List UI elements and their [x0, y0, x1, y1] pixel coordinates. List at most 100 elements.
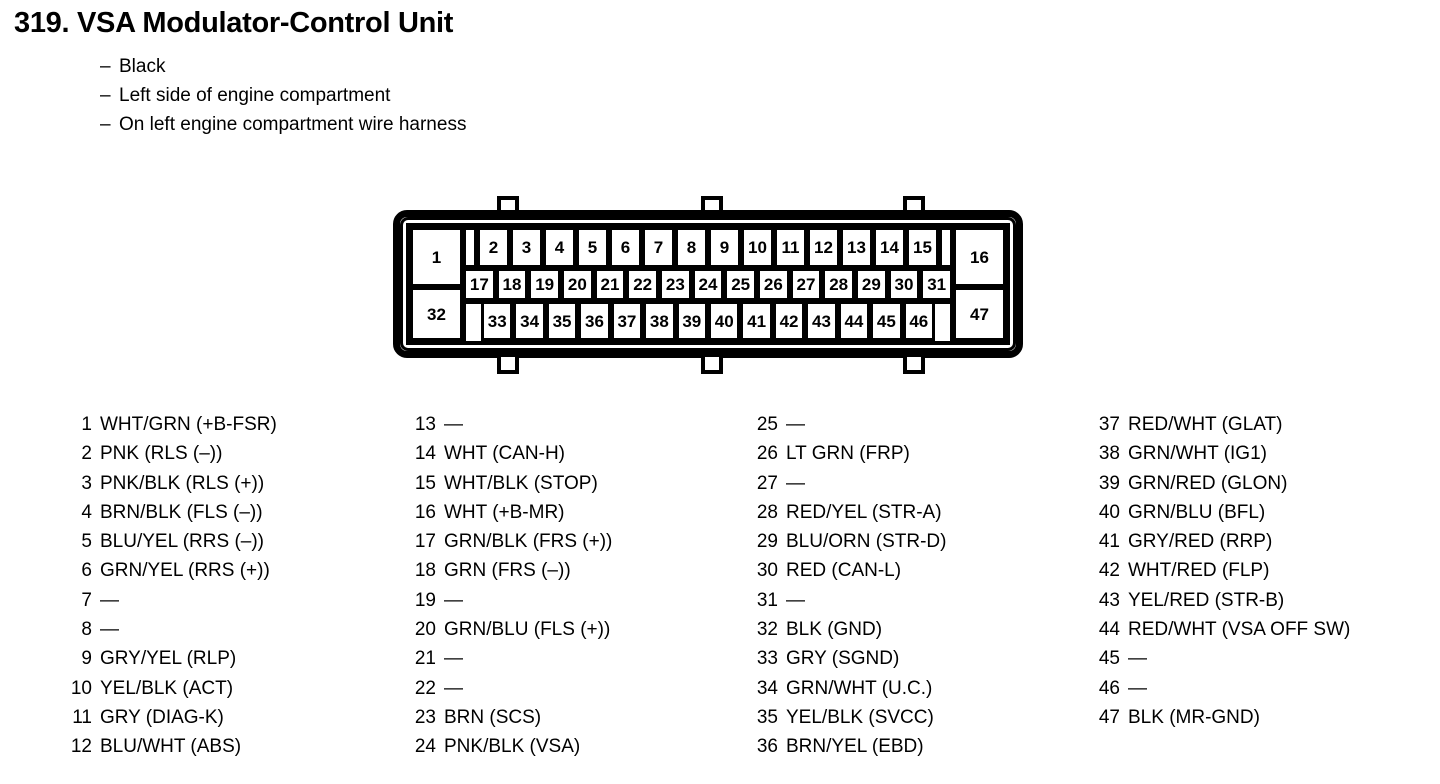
pin-cell-47: 47: [953, 287, 1006, 341]
legend-pin-number: 45: [1098, 648, 1120, 670]
legend-row-pin-19: 19—: [406, 586, 612, 615]
legend-row-pin-13: 13—: [406, 410, 612, 439]
legend-pin-description: WHT (CAN-H): [444, 443, 566, 465]
legend-pin-description: GRN/BLU (FLS (+)): [444, 619, 611, 641]
legend-pin-number: 28: [756, 501, 778, 523]
legend-pin-description: —: [1128, 677, 1147, 699]
legend-pin-description: BLK (MR-GND): [1128, 706, 1260, 728]
pin-cell-38: 38: [643, 301, 676, 341]
legend-row-pin-33: 33 GRY (SGND): [748, 644, 946, 673]
pin-cell-45: 45: [870, 301, 903, 341]
legend-pin-number: 1: [81, 414, 92, 435]
pin-cell-21: 21: [593, 268, 627, 301]
legend-pin-number: 16: [414, 501, 436, 523]
connector-tab-bottom-2: [701, 357, 723, 374]
legend-row-pin-12: 12 BLU/WHT (ABS): [62, 732, 277, 761]
legend-pin-description: RED/YEL (STR-A): [786, 501, 942, 523]
legend-pin-description: BLU/WHT (ABS): [100, 736, 242, 758]
legend-pin-description: GRN/RED (GLON): [1128, 472, 1288, 494]
legend-pin-description: —: [786, 589, 805, 611]
connector-tab-bottom-1: [497, 357, 519, 374]
blank-cell-right: [939, 227, 953, 268]
legend-pin-description: WHT/RED (FLP): [1128, 560, 1270, 582]
legend-pin-number: 27: [756, 472, 778, 494]
legend-pin-number: 18: [414, 560, 436, 582]
legend-pin-number: 43: [1098, 589, 1120, 611]
connector-tab-top-1: [497, 196, 519, 213]
legend-pin-number: 37: [1098, 414, 1120, 435]
legend-pin-description: —: [444, 414, 463, 435]
bullet-list: – Black – Left side of engine compartmen…: [100, 52, 466, 139]
legend-row-pin-7: 7—: [62, 586, 277, 615]
legend-pin-description: —: [786, 414, 805, 435]
pin-cell-19: 19: [528, 268, 561, 301]
pin-cell-36: 36: [578, 301, 611, 341]
pin-cell-5: 5: [576, 227, 609, 268]
legend-pin-number: 34: [756, 677, 778, 699]
legend-pin-description: PNK/BLK (VSA): [444, 736, 581, 758]
legend-pin-description: YEL/RED (STR-B): [1128, 589, 1285, 611]
legend-pin-description: LT GRN (FRP): [786, 443, 910, 465]
legend-pin-description: GRY/YEL (RLP): [100, 648, 237, 670]
pin-cell-44: 44: [837, 301, 871, 341]
legend-pin-number: 23: [414, 706, 436, 728]
legend-pin-number: 7: [81, 589, 92, 611]
pin-cell-23: 23: [659, 268, 692, 301]
legend-pin-number: 10: [70, 677, 92, 699]
pin-cell-14: 14: [873, 227, 906, 268]
pin-cell-31: 31: [920, 268, 953, 301]
pin-cell-32: 32: [410, 287, 463, 341]
legend-row-pin-8: 8—: [62, 615, 277, 644]
pin-cell-17: 17: [463, 268, 496, 301]
legend-pin-number: 46: [1098, 677, 1120, 699]
legend-pin-description: WHT/GRN (+B-FSR): [100, 414, 277, 435]
legend-pin-number: 6: [81, 560, 92, 582]
legend-pin-description: BRN/BLK (FLS (–)): [100, 501, 263, 523]
bullet-text: On left engine compartment wire harness: [119, 113, 467, 135]
pin-cell-1: 1: [410, 227, 463, 287]
legend-pin-number: 33: [756, 648, 778, 670]
pin-cell-9: 9: [708, 227, 741, 268]
dash-marker: –: [100, 84, 111, 106]
pin-cell-20: 20: [561, 268, 594, 301]
legend-pin-description: —: [1128, 648, 1147, 670]
legend-pin-description: BLU/YEL (RRS (–)): [100, 531, 264, 553]
legend-pin-number: 22: [414, 677, 436, 699]
bullet-text: Black: [119, 55, 166, 77]
pin-cell-4: 4: [543, 227, 576, 268]
legend-pin-description: BRN/YEL (EBD): [786, 736, 924, 758]
pin-cell-18: 18: [495, 268, 529, 301]
legend-pin-number: 44: [1098, 619, 1120, 641]
pin-cell-16: 16: [953, 227, 1006, 287]
pin-cell-46: 46: [902, 301, 935, 341]
pin-cell-6: 6: [609, 227, 642, 268]
pin-cell-33: 33: [481, 301, 514, 341]
pin-cell-2: 2: [477, 227, 510, 268]
legend-pin-number: 21: [414, 648, 436, 670]
pin-cell-13: 13: [840, 227, 873, 268]
legend-pin-description: GRY (SGND): [786, 648, 900, 670]
legend-pin-description: —: [444, 589, 463, 611]
legend-row-pin-31: 31—: [748, 586, 946, 615]
pin-cell-15: 15: [906, 227, 939, 268]
legend-pin-number: 12: [70, 736, 92, 758]
